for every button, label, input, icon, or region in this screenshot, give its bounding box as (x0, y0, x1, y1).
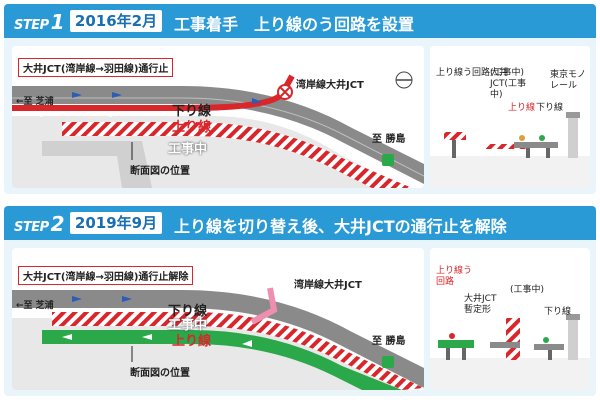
step2-construction-band (52, 312, 424, 390)
step2-main-road (12, 290, 424, 388)
step1-construction-label: 工事中 (168, 142, 208, 157)
step1-detour-label: 上り線う回路(工事中) (436, 68, 525, 78)
step1-closure-note: 大井JCT(湾岸線→羽田線)通行止 (18, 58, 174, 77)
step2-under-construction-label: (工事中) (510, 285, 545, 295)
step2-shibaura-label: ←至 芝浦 (16, 301, 54, 311)
step2-oi-jct-label: 大井JCT暫定形 (464, 294, 497, 315)
step2-junction-connector (250, 287, 278, 325)
step1-section-down-line: 下り線 (536, 103, 564, 113)
step1-junction-label: 湾岸線大井JCT (296, 80, 364, 91)
step1-oi-jct-label: 大井JCT(工事中) (490, 68, 526, 100)
step1-road-map: 大井JCT(湾岸線→羽田線)通行止 湾岸線大井JCT ←至 芝浦 至 勝島 下り… (12, 46, 424, 188)
step2-construction-label: 工事中 (168, 318, 208, 333)
step1-up-line-label: 上り線 (172, 120, 212, 135)
step2-section-position: 断面図の位置 (130, 368, 190, 379)
step2-map-drawing (12, 287, 424, 390)
step2-down-line-label: 下り線 (168, 304, 208, 319)
step1-map-drawing (12, 71, 424, 188)
step2-junction-label: 湾岸線大井JCT (294, 280, 362, 291)
step2-section-drawing (430, 314, 590, 390)
step2-up-line-label: 上り線 (172, 334, 212, 349)
step2-detour-label: 上り線う回路 (436, 266, 473, 287)
step1-title: 工事着手 上り線のう回路を設置 (174, 15, 415, 34)
step1-section-drawing (430, 112, 590, 188)
step1-section-up-line: 上り線 (508, 103, 536, 113)
step2-road-map: 大井JCT(湾岸線→羽田線)通行止解除 湾岸線大井JCT ←至 芝浦 至 勝島 … (12, 248, 424, 390)
step1-main-road (12, 86, 424, 184)
step1-down-line-label: 下り線 (172, 104, 212, 119)
step2-title: 上り線を切り替え後、大井JCTの通行止を解除 (174, 217, 507, 236)
step2-up-line (42, 330, 402, 390)
step1-shibaura-label: ←至 芝浦 (16, 97, 54, 107)
step1-section-position: 断面図の位置 (130, 166, 190, 177)
step1-construction-band (62, 122, 412, 188)
step2-katsushima-label: 至 勝島 (372, 336, 406, 347)
step2-date: 2019年9月 (70, 212, 162, 234)
step1-monorail-label: 東京モノレール (550, 70, 587, 91)
step1-katsushima-label: 至 勝島 (372, 134, 406, 145)
step1-date: 2016年2月 (70, 10, 162, 32)
step2-closure-note: 大井JCT(湾岸線→羽田線)通行止解除 (18, 266, 194, 285)
step1-cross-section: 上り線う回路(工事中) 大井JCT(工事中) 上り線 下り線 東京モノレール (430, 46, 590, 188)
step2-section-down-line: 下り線 (544, 307, 572, 317)
step2-cross-section: 上り線う回路 大井JCT暫定形 (工事中) 下り線 (430, 248, 590, 390)
